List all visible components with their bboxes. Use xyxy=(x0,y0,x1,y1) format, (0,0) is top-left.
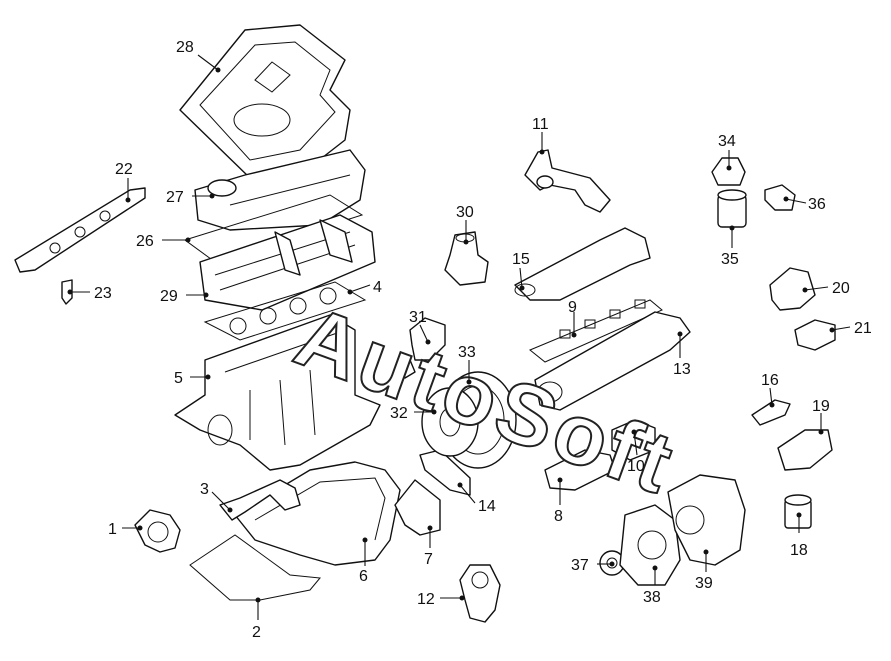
part-pump xyxy=(134,509,181,553)
part-pipe-11 xyxy=(524,149,611,213)
callout-29: 29 xyxy=(160,288,178,305)
part-fuel-filter xyxy=(717,189,747,228)
part-bracket-7 xyxy=(394,479,441,536)
callout-16: 16 xyxy=(761,372,779,389)
callout-4: 4 xyxy=(373,279,382,296)
part-clip-36 xyxy=(764,184,796,211)
callout-1: 1 xyxy=(108,521,117,538)
callout-8: 8 xyxy=(554,508,563,525)
part-thermostat xyxy=(444,231,489,286)
callout-32: 32 xyxy=(390,405,408,422)
part-pump-body-38 xyxy=(619,504,681,586)
part-gasket xyxy=(203,281,367,341)
callout-21: 21 xyxy=(854,320,872,337)
callout-5: 5 xyxy=(174,370,183,387)
callout-2: 2 xyxy=(252,624,261,641)
callout-35: 35 xyxy=(721,251,739,268)
callout-37: 37 xyxy=(571,557,589,574)
callout-12: 12 xyxy=(417,591,435,608)
callout-11: 11 xyxy=(532,116,549,133)
callout-14: 14 xyxy=(478,498,496,515)
part-fuel-rail xyxy=(14,187,146,273)
part-oil-strainer xyxy=(219,479,301,521)
callout-19: 19 xyxy=(812,398,830,415)
callout-30: 30 xyxy=(456,204,474,221)
part-engine-cover xyxy=(179,24,351,179)
callout-36: 36 xyxy=(808,196,826,213)
callout-18: 18 xyxy=(790,542,808,559)
part-module-19 xyxy=(777,429,833,471)
part-sensor-21 xyxy=(794,319,836,351)
callout-3: 3 xyxy=(200,481,209,498)
callout-labels: 1 2 3 4 5 6 7 8 9 10 11 12 13 14 15 16 1… xyxy=(94,39,872,641)
callout-38: 38 xyxy=(643,589,661,606)
callout-34: 34 xyxy=(718,133,736,150)
part-manifold-gasket xyxy=(529,299,663,363)
part-sensor-31 xyxy=(399,317,446,379)
callout-23: 23 xyxy=(94,285,112,302)
part-filter-head xyxy=(711,157,746,186)
callout-15: 15 xyxy=(512,251,530,268)
part-bracket-20 xyxy=(769,267,816,311)
callout-9: 9 xyxy=(568,299,577,316)
callout-6: 6 xyxy=(359,568,368,585)
callout-leaders xyxy=(67,54,851,620)
part-crank-pulley xyxy=(421,371,517,469)
part-injector-23 xyxy=(61,279,73,305)
part-injection-pump-39 xyxy=(667,474,746,566)
callout-22: 22 xyxy=(115,161,133,178)
callout-26: 26 xyxy=(136,233,154,250)
part-head-gasket xyxy=(183,194,364,263)
callout-20: 20 xyxy=(832,280,850,297)
part-engine-block xyxy=(174,314,381,471)
part-cylinder-head xyxy=(199,214,376,311)
callout-13: 13 xyxy=(673,361,691,378)
part-intake-manifold xyxy=(514,227,651,301)
callout-31: 31 xyxy=(409,309,427,326)
part-mount-12 xyxy=(459,564,501,623)
part-valve-cover xyxy=(194,149,366,231)
callout-28: 28 xyxy=(176,39,194,56)
callout-7: 7 xyxy=(424,551,433,568)
part-oil-pan xyxy=(234,461,401,566)
callout-27: 27 xyxy=(166,189,184,206)
callout-10: 10 xyxy=(627,458,645,475)
part-pan-gasket xyxy=(189,534,321,601)
callout-33: 33 xyxy=(458,344,476,361)
part-filter-18 xyxy=(784,494,812,529)
callout-39: 39 xyxy=(695,575,713,592)
